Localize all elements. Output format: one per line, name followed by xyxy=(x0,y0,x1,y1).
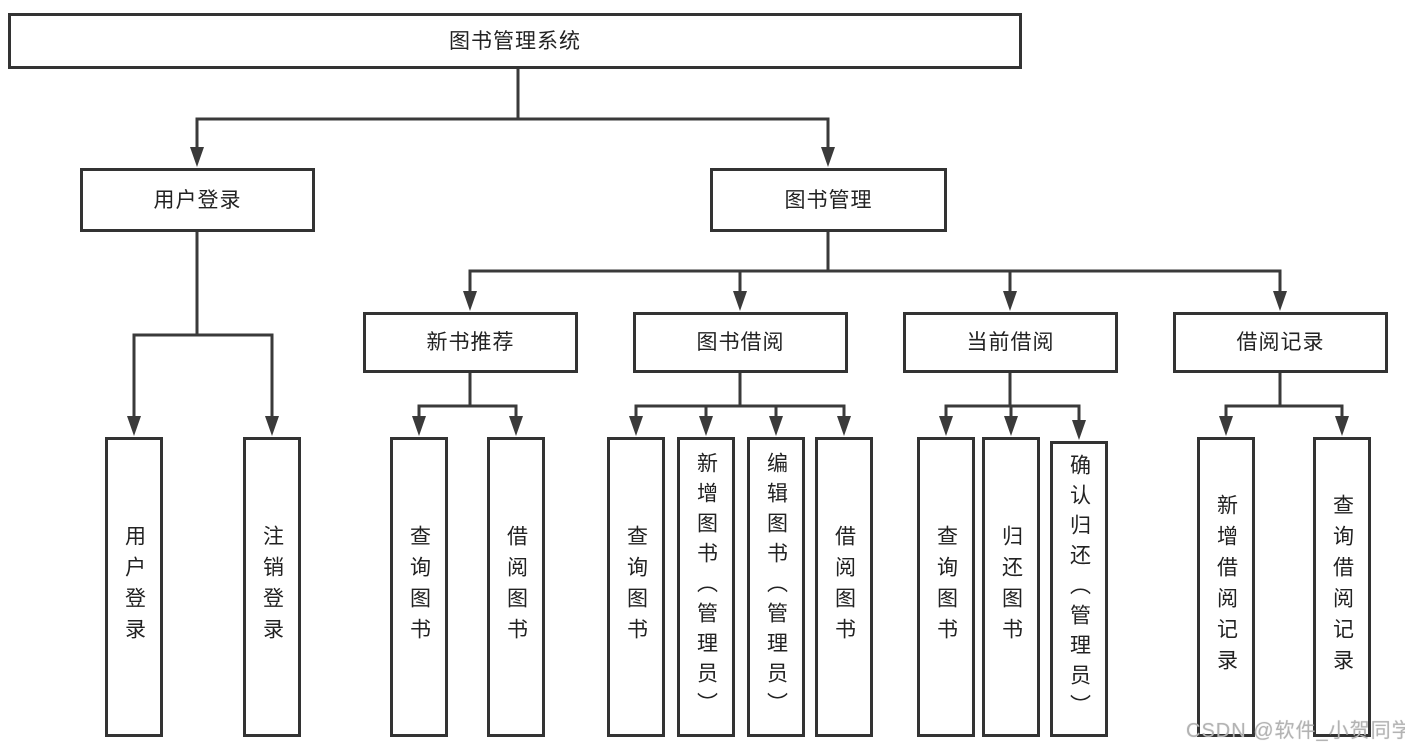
node-new-book-recommend-label: 新书推荐 xyxy=(426,331,515,354)
node-current-borrowing: 当前借阅 xyxy=(903,312,1118,373)
leaf-confirm-return-admin: 确认归还（管理员） xyxy=(1050,441,1108,737)
leaf-query-books-recommend: 查询图书 xyxy=(390,437,448,737)
node-book-management-label: 图书管理 xyxy=(784,188,873,212)
leaf-borrow-books: 借阅图书 xyxy=(815,437,873,737)
node-user-login-label: 用户登录 xyxy=(153,188,242,212)
leaf-logout-label: 注销登录 xyxy=(260,525,284,649)
leaf-add-books-admin-label: 新增图书（管理员） xyxy=(694,452,718,722)
node-library-system: 图书管理系统 xyxy=(8,13,1022,69)
node-borrow-records-label: 借阅记录 xyxy=(1236,331,1325,354)
leaf-query-books-recommend-label: 查询图书 xyxy=(407,525,431,649)
leaf-return-books: 归还图书 xyxy=(982,437,1040,737)
leaf-user-login-label: 用户登录 xyxy=(122,525,146,649)
node-library-system-label: 图书管理系统 xyxy=(449,29,581,53)
leaf-query-books-current: 查询图书 xyxy=(917,437,975,737)
leaf-user-login: 用户登录 xyxy=(105,437,163,737)
node-borrow-records: 借阅记录 xyxy=(1173,312,1388,373)
leaf-confirm-return-admin-label: 确认归还（管理员） xyxy=(1067,454,1091,724)
leaf-borrow-books-label: 借阅图书 xyxy=(832,525,856,649)
leaf-query-borrow-record: 查询借阅记录 xyxy=(1313,437,1371,737)
leaf-query-books-current-label: 查询图书 xyxy=(934,525,958,649)
leaf-add-borrow-record-label: 新增借阅记录 xyxy=(1214,494,1238,680)
leaf-edit-books-admin: 编辑图书（管理员） xyxy=(747,437,805,737)
node-book-borrowing-label: 图书借阅 xyxy=(696,331,785,354)
leaf-add-borrow-record: 新增借阅记录 xyxy=(1197,437,1255,737)
leaf-query-books-borrow: 查询图书 xyxy=(607,437,665,737)
node-book-borrowing: 图书借阅 xyxy=(633,312,848,373)
leaf-logout: 注销登录 xyxy=(243,437,301,737)
arrowheads xyxy=(127,147,1349,440)
node-user-login: 用户登录 xyxy=(80,168,315,232)
leaf-return-books-label: 归还图书 xyxy=(999,525,1023,649)
leaf-query-borrow-record-label: 查询借阅记录 xyxy=(1330,494,1354,680)
leaf-edit-books-admin-label: 编辑图书（管理员） xyxy=(764,452,788,722)
leaf-add-books-admin: 新增图书（管理员） xyxy=(677,437,735,737)
node-new-book-recommend: 新书推荐 xyxy=(363,312,578,373)
csdn-watermark: CSDN @软件_小贺同学 xyxy=(1186,720,1405,742)
leaf-borrow-books-recommend-label: 借阅图书 xyxy=(504,525,528,649)
leaf-query-books-borrow-label: 查询图书 xyxy=(624,525,648,649)
node-book-management: 图书管理 xyxy=(710,168,947,232)
node-current-borrowing-label: 当前借阅 xyxy=(966,331,1055,354)
leaf-borrow-books-recommend: 借阅图书 xyxy=(487,437,545,737)
